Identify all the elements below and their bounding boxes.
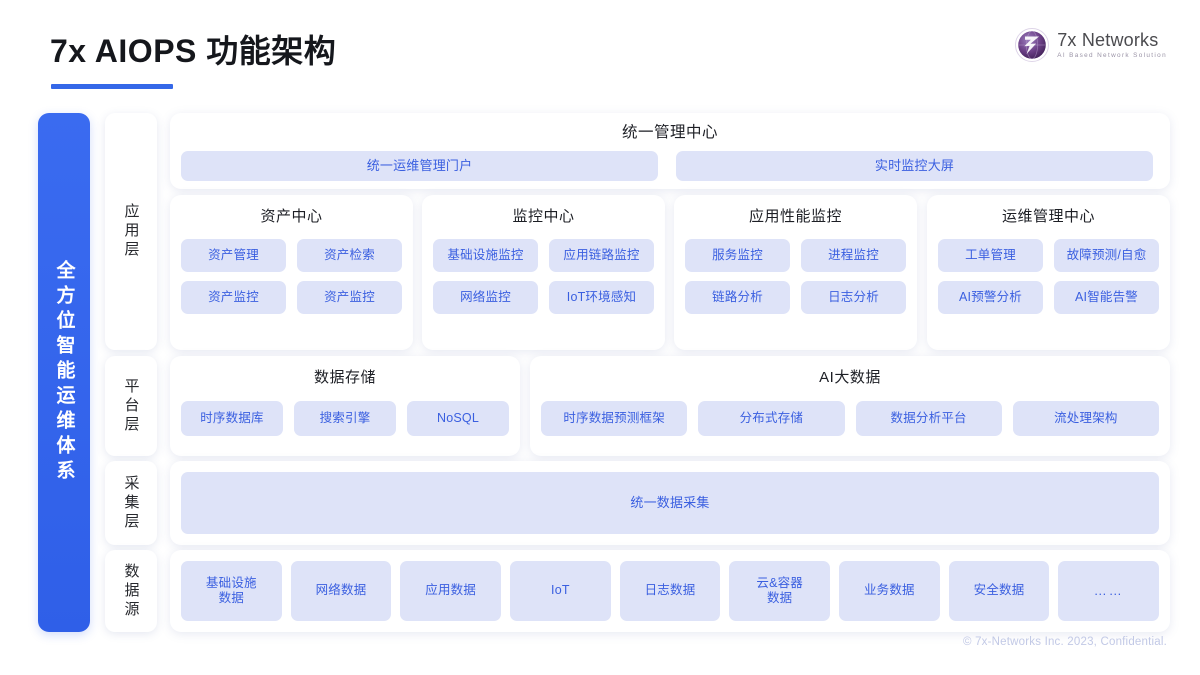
chip-data-analytics-platform[interactable]: 数据分析平台 — [855, 401, 1002, 436]
chip-infrastructure-data[interactable]: 基础设施数据 — [181, 561, 282, 621]
chip-nosql[interactable]: NoSQL — [407, 401, 509, 436]
chip-fault-prediction-self-healing[interactable]: 故障预测/自愈 — [1054, 239, 1159, 272]
chip-asset-monitoring-1[interactable]: 资产监控 — [181, 281, 286, 314]
panel-title-asset-center: 资产中心 — [260, 208, 323, 225]
sidebar-label: 全方位智能运维体系 — [53, 260, 75, 485]
page-title: 7x AIOPS 功能架构 — [50, 33, 337, 69]
layer-label-column: 应用层 平台层 采集层 数据源 — [105, 113, 157, 632]
layer-card-application: 应用层 — [105, 113, 157, 350]
monitoring-center-chip-grid: 基础设施监控 应用链路监控 网络监控 IoT环境感知 — [433, 239, 654, 314]
chip-ai-intelligent-alerting[interactable]: AI智能告警 — [1054, 281, 1159, 314]
panel-unified-management-center: 统一管理中心 统一运维管理门户 实时监控大屏 — [170, 113, 1170, 189]
panel-data-sources: 基础设施数据 网络数据 应用数据 IoT 日志数据 云&容器数据 业务数据 安全… — [170, 550, 1170, 632]
layer-card-data-source: 数据源 — [105, 550, 157, 632]
brand-tagline: AI Based Network Solution — [1057, 52, 1167, 60]
layer-card-platform: 平台层 — [105, 356, 157, 456]
chip-service-monitoring[interactable]: 服务监控 — [685, 239, 790, 272]
footer-copyright: © 7x-Networks Inc. 2023, Confidential. — [963, 636, 1167, 648]
ai-big-data-chip-row: 时序数据预测框架 分布式存储 数据分析平台 流处理架构 — [541, 401, 1159, 436]
chip-search-engine[interactable]: 搜索引擎 — [294, 401, 396, 436]
chip-trace-analysis[interactable]: 链路分析 — [685, 281, 790, 314]
brand-name: 7x Networks — [1057, 29, 1159, 50]
chip-network-monitoring[interactable]: 网络监控 — [433, 281, 538, 314]
panel-ai-big-data: AI大数据 时序数据预测框架 分布式存储 数据分析平台 流处理架构 — [530, 356, 1170, 456]
panel-title-data-storage: 数据存储 — [313, 369, 376, 386]
apm-chip-grid: 服务监控 进程监控 链路分析 日志分析 — [685, 239, 906, 314]
data-source-chip-row: 基础设施数据 网络数据 应用数据 IoT 日志数据 云&容器数据 业务数据 安全… — [181, 561, 1160, 621]
chip-log-analysis[interactable]: 日志分析 — [801, 281, 906, 314]
sidebar-vertical-banner: 全方位智能运维体系 — [38, 113, 90, 632]
chip-stream-processing-architecture[interactable]: 流处理架构 — [1012, 401, 1159, 436]
chip-iot-environment-sensing[interactable]: IoT环境感知 — [549, 281, 654, 314]
chip-time-series-forecast-framework[interactable]: 时序数据预测框架 — [541, 401, 688, 436]
panel-title-unified-management: 统一管理中心 — [621, 124, 718, 141]
panel-title-ops-management-center: 运维管理中心 — [1001, 208, 1095, 225]
chip-log-data[interactable]: 日志数据 — [619, 561, 721, 621]
title-underline — [51, 84, 173, 89]
panel-apm: 应用性能监控 服务监控 进程监控 链路分析 日志分析 — [674, 195, 917, 350]
asset-center-chip-grid: 资产管理 资产检索 资产监控 资产监控 — [181, 239, 402, 314]
chip-iot-data[interactable]: IoT — [510, 561, 611, 621]
panel-title-monitoring-center: 监控中心 — [512, 208, 575, 225]
panel-title-ai-big-data: AI大数据 — [819, 369, 881, 386]
chip-realtime-dashboard[interactable]: 实时监控大屏 — [676, 151, 1153, 181]
panel-ops-management-center: 运维管理中心 工单管理 故障预测/自愈 AI预警分析 AI智能告警 — [927, 195, 1170, 350]
layer-label-data-source: 数据源 — [122, 562, 140, 620]
layer-card-collection: 采集层 — [105, 461, 157, 545]
chip-distributed-storage[interactable]: 分布式存储 — [698, 401, 845, 436]
chip-unified-data-collection[interactable]: 统一数据采集 — [181, 472, 1159, 534]
panel-unified-collection: 统一数据采集 — [170, 461, 1170, 545]
data-storage-chip-row: 时序数据库 搜索引擎 NoSQL — [181, 401, 509, 436]
chip-more-ellipsis[interactable]: …… — [1058, 561, 1160, 621]
chip-process-monitoring[interactable]: 进程监控 — [801, 239, 906, 272]
layer-label-platform: 平台层 — [122, 377, 140, 435]
7x-networks-globe-icon — [1014, 27, 1050, 63]
chip-asset-search[interactable]: 资产检索 — [297, 239, 402, 272]
chip-ai-early-warning-analysis[interactable]: AI预警分析 — [938, 281, 1043, 314]
chip-business-data[interactable]: 业务数据 — [839, 561, 940, 621]
layer-label-application: 应用层 — [122, 203, 140, 260]
unified-management-chip-row: 统一运维管理门户 实时监控大屏 — [181, 151, 1153, 181]
chip-unified-ops-portal[interactable]: 统一运维管理门户 — [181, 151, 658, 181]
layer-label-collection: 采集层 — [122, 474, 140, 532]
architecture-content: 统一管理中心 统一运维管理门户 实时监控大屏 资产中心 资产管理 资产检索 资产… — [170, 113, 1170, 632]
chip-asset-monitoring-2[interactable]: 资产监控 — [297, 281, 402, 314]
chip-ticket-management[interactable]: 工单管理 — [938, 239, 1043, 272]
chip-security-data[interactable]: 安全数据 — [948, 561, 1050, 621]
panel-asset-center: 资产中心 资产管理 资产检索 资产监控 资产监控 — [170, 195, 413, 350]
chip-cloud-container-data[interactable]: 云&容器数据 — [729, 561, 831, 621]
panel-data-storage: 数据存储 时序数据库 搜索引擎 NoSQL — [170, 356, 520, 456]
panel-monitoring-center: 监控中心 基础设施监控 应用链路监控 网络监控 IoT环境感知 — [422, 195, 665, 350]
chip-application-data[interactable]: 应用数据 — [400, 561, 502, 621]
chip-network-data[interactable]: 网络数据 — [290, 561, 392, 621]
chip-application-trace-monitoring[interactable]: 应用链路监控 — [549, 239, 654, 272]
brand-logo: 7x Networks AI Based Network Solution — [1014, 27, 1167, 63]
chip-infrastructure-monitoring[interactable]: 基础设施监控 — [433, 239, 538, 272]
ops-management-chip-grid: 工单管理 故障预测/自愈 AI预警分析 AI智能告警 — [938, 239, 1159, 314]
chip-time-series-database[interactable]: 时序数据库 — [181, 401, 283, 436]
panel-title-apm: 应用性能监控 — [748, 208, 842, 225]
chip-asset-management[interactable]: 资产管理 — [181, 239, 286, 272]
